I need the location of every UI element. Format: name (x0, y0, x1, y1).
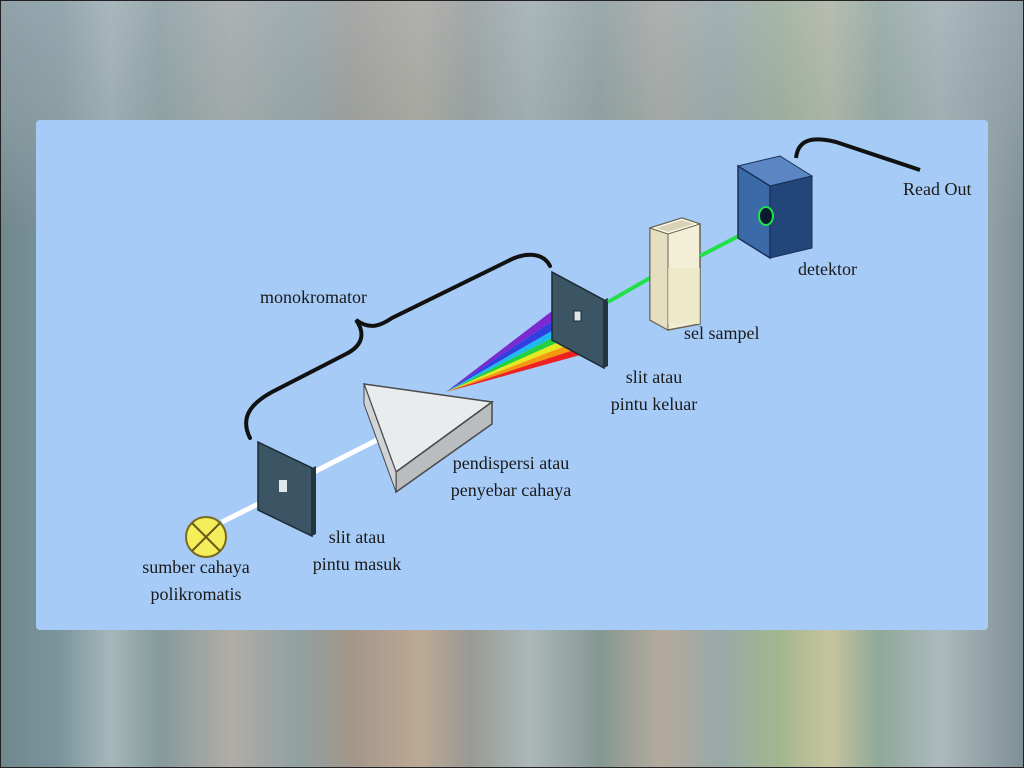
label-sample-cell: sel sampel (684, 323, 760, 343)
diagram-graphic (185, 137, 921, 558)
detector-box-icon (736, 155, 814, 260)
label-entrance-slit-line2: pintu masuk (312, 554, 402, 574)
label-monochromator: monokromator (260, 287, 367, 307)
sample-cell-cuvette-icon (648, 217, 702, 331)
prism-dispersor-icon (362, 383, 494, 494)
label-light-source: sumber cahaya polikromatis (126, 554, 266, 608)
read-out-cable (794, 137, 921, 172)
label-dispersor-line1: pendispersi atau (452, 453, 570, 473)
beam-entrance-to-prism (312, 435, 383, 475)
label-exit-slit-line2: pintu keluar (610, 394, 698, 414)
exit-slit-icon (551, 270, 608, 370)
spectrum-rainbow (446, 308, 584, 392)
label-light-source-line2: polikromatis (150, 584, 242, 604)
monochromator-brace (244, 252, 552, 440)
label-dispersor: pendispersi atau penyebar cahaya (426, 450, 596, 504)
label-read-out: Read Out (903, 179, 972, 199)
label-exit-slit-line1: slit atau (625, 367, 683, 387)
entrance-slit-icon (257, 440, 316, 538)
label-entrance-slit: slit atau pintu masuk (292, 524, 422, 578)
label-dispersor-line2: penyebar cahaya (450, 480, 572, 500)
label-entrance-slit-line1: slit atau (328, 527, 386, 547)
light-source-lamp-icon (185, 516, 227, 558)
label-detector: detektor (798, 259, 857, 279)
label-light-source-line1: sumber cahaya (142, 557, 250, 577)
label-exit-slit: slit atau pintu keluar (584, 364, 724, 418)
spectrophotometer-diagram: monokromator Read Out detektor sel sampe… (36, 120, 988, 630)
beam-exit-to-cuvette (607, 276, 651, 304)
